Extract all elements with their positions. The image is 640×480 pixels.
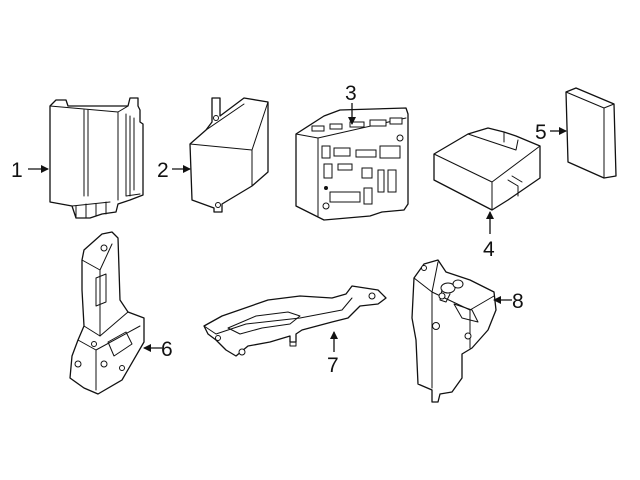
part-6-mounting-bracket[interactable] (69, 231, 145, 395)
callout-6: 6 (161, 338, 173, 361)
part-1-control-module[interactable] (49, 97, 144, 219)
leader-lines (28, 103, 567, 352)
callout-5: 5 (535, 121, 547, 144)
part-3-body-control-module[interactable] (295, 107, 409, 221)
callout-7: 7 (327, 354, 339, 377)
part-2-flat-module[interactable] (189, 97, 269, 213)
part-7-long-bracket[interactable] (203, 285, 387, 357)
part-8-fastener-bracket[interactable] (411, 259, 497, 403)
part-5-panel-module[interactable] (565, 87, 617, 179)
callout-8: 8 (512, 290, 524, 313)
callout-1: 1 (11, 159, 23, 182)
callout-3: 3 (345, 82, 357, 105)
callout-4: 4 (483, 238, 495, 261)
part-4-compact-module[interactable] (433, 127, 541, 211)
callout-labels: 1 2 3 4 5 6 7 8 (11, 82, 547, 377)
callout-2: 2 (157, 159, 169, 182)
